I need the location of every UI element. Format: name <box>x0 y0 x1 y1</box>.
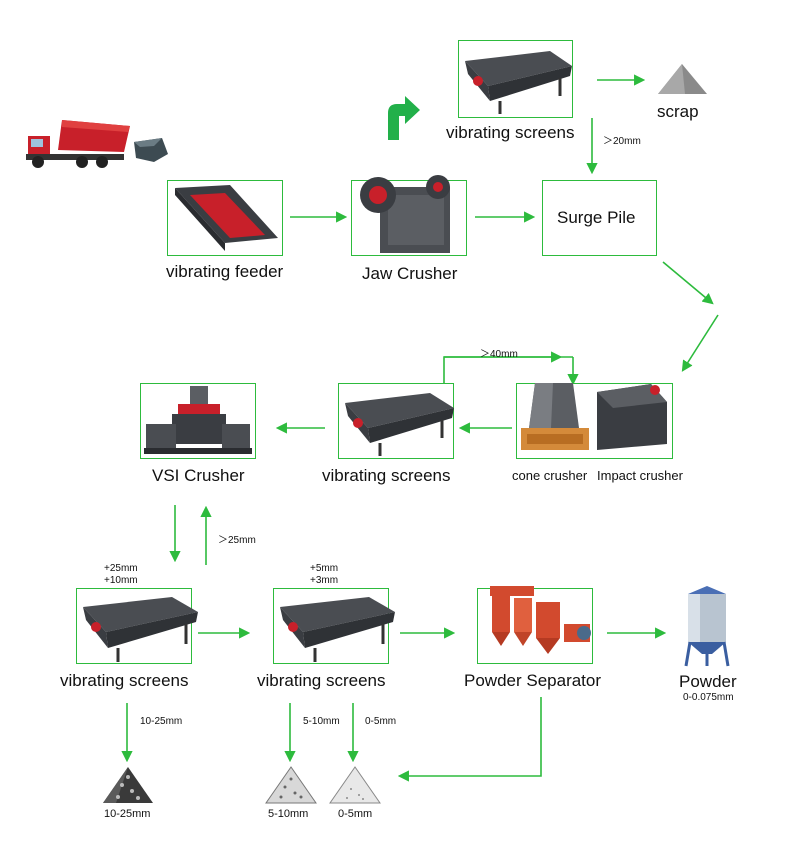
cone-crusher-icon <box>521 383 589 450</box>
arrow-surge-down-1 <box>662 261 714 305</box>
powder-silo-icon <box>684 586 730 667</box>
plus10-label: +10mm <box>104 575 138 586</box>
pile-5-10-label: 5-10mm <box>268 808 309 820</box>
powder-size-label: 0-0.075mm <box>683 692 734 703</box>
scrap-pile-icon <box>658 64 707 94</box>
dump-truck-icon <box>26 120 168 168</box>
pile-0-5-label: 0-5mm <box>338 808 373 820</box>
cone-crusher-label: cone crusher <box>512 468 588 483</box>
arrow-separator-return <box>397 697 542 782</box>
vibrating-screen-center-icon <box>280 597 395 662</box>
impact-crusher-icon <box>597 384 667 450</box>
range-10-25-edge-label: 10-25mm <box>140 716 183 727</box>
jaw-crusher-icon <box>360 175 450 253</box>
impact-crusher-label: Impact crusher <box>597 468 683 483</box>
vsi-crusher-icon <box>144 386 252 454</box>
vibrating-screen-top-icon <box>465 51 572 114</box>
powder-separator-label: Powder Separator <box>464 671 602 690</box>
vibrating-feeder-label: vibrating feeder <box>166 262 284 281</box>
plus3-label: +3mm <box>310 575 339 586</box>
pile-10-25-icon <box>103 767 153 803</box>
powder-label: Powder <box>679 672 737 691</box>
surge-pile-label: Surge Pile <box>557 208 636 227</box>
vsi-crusher-label: VSI Crusher <box>152 466 245 485</box>
scrap-label: scrap <box>657 102 699 121</box>
plus5-label: +5mm <box>310 563 339 574</box>
vibrating-screens-mid-label: vibrating screens <box>322 466 451 485</box>
vibrating-screen-left-icon <box>83 597 198 662</box>
vibrating-feeder-icon <box>175 185 278 251</box>
surge-pile-box <box>542 180 657 256</box>
vibrating-screens-top-label: vibrating screens <box>446 123 575 142</box>
gt25-label: ＞25mm <box>218 535 256 546</box>
gt40-label: ＞40mm <box>480 349 518 360</box>
powder-separator-icon <box>490 586 591 654</box>
range-5-10-edge-label: 5-10mm <box>303 716 340 727</box>
range-0-5-edge-label: 0-5mm <box>365 716 397 727</box>
arrow-surge-down-2 <box>681 314 719 372</box>
vibrating-screens-center-label: vibrating screens <box>257 671 386 690</box>
turn-arrow-icon <box>388 96 420 140</box>
gt20-label: ＞20mm <box>603 136 641 147</box>
pile-10-25-label: 10-25mm <box>104 808 151 820</box>
vibrating-screen-mid-icon <box>345 393 454 456</box>
jaw-crusher-label: Jaw Crusher <box>362 264 458 283</box>
pile-0-5-icon <box>329 766 381 804</box>
vibrating-screens-left-label: vibrating screens <box>60 671 189 690</box>
plus25-label: +25mm <box>104 563 138 574</box>
pile-5-10-icon <box>265 766 317 804</box>
